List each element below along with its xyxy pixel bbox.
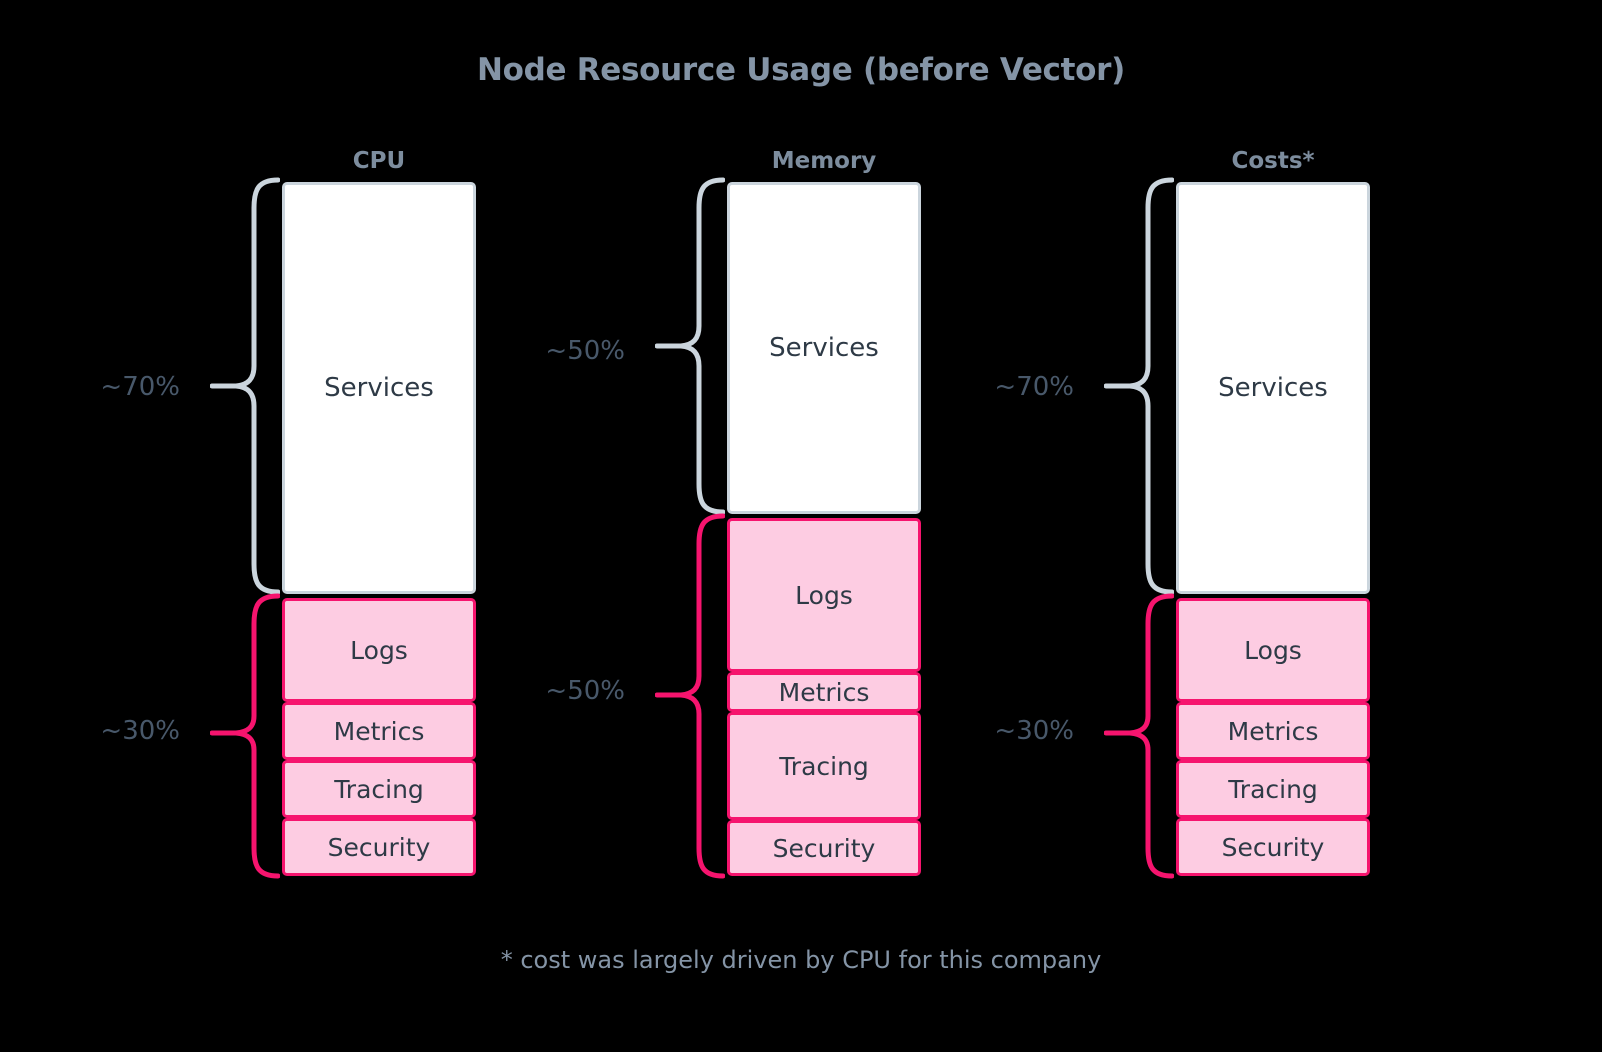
segment-label: Metrics <box>1227 716 1319 746</box>
segment-label: Metrics <box>778 677 870 707</box>
brace-services-cpu <box>210 177 280 595</box>
segment-label: Logs <box>350 635 408 665</box>
segment-label: Tracing <box>779 751 869 781</box>
segment-label: Metrics <box>333 716 425 746</box>
pct-label-costs-observability: ~30% <box>994 716 1074 746</box>
segment-label: Security <box>1221 832 1325 862</box>
segment-label: Logs <box>795 580 853 610</box>
pct-label-cpu-services: ~70% <box>100 372 180 402</box>
brace-observability-cpu <box>210 593 280 879</box>
page-title: Node Resource Usage (before Vector) <box>476 52 1126 88</box>
segment-costs-security[interactable]: Security <box>1176 818 1370 876</box>
pct-label-cpu-observability: ~30% <box>100 716 180 746</box>
segment-costs-tracing[interactable]: Tracing <box>1176 760 1370 818</box>
segment-cpu-services[interactable]: Services <box>282 182 476 594</box>
segment-label: Security <box>772 833 876 863</box>
segment-cpu-metrics[interactable]: Metrics <box>282 702 476 760</box>
segment-cpu-tracing[interactable]: Tracing <box>282 760 476 818</box>
segment-costs-logs[interactable]: Logs <box>1176 598 1370 702</box>
column-header-memory: Memory <box>771 148 877 174</box>
pct-label-costs-services: ~70% <box>994 372 1074 402</box>
segment-memory-security[interactable]: Security <box>727 820 921 876</box>
segment-memory-services[interactable]: Services <box>727 182 921 514</box>
column-header-costs: Costs* <box>1231 148 1315 174</box>
segment-label: Tracing <box>1228 774 1318 804</box>
pct-label-memory-observability: ~50% <box>545 676 625 706</box>
segment-cpu-logs[interactable]: Logs <box>282 598 476 702</box>
segment-costs-services[interactable]: Services <box>1176 182 1370 594</box>
segment-label: Services <box>1218 373 1328 403</box>
segment-label: Services <box>769 333 879 363</box>
brace-services-costs <box>1104 177 1174 595</box>
column-header-cpu: CPU <box>352 148 406 174</box>
segment-cpu-security[interactable]: Security <box>282 818 476 876</box>
brace-observability-costs <box>1104 593 1174 879</box>
pct-label-memory-services: ~50% <box>545 336 625 366</box>
brace-observability-memory <box>655 513 725 879</box>
segment-label: Logs <box>1244 635 1302 665</box>
segment-label: Services <box>324 373 434 403</box>
footnote-text: * cost was largely driven by CPU for thi… <box>500 946 1102 974</box>
segment-costs-metrics[interactable]: Metrics <box>1176 702 1370 760</box>
segment-label: Security <box>327 832 431 862</box>
segment-memory-metrics[interactable]: Metrics <box>727 672 921 712</box>
segment-memory-tracing[interactable]: Tracing <box>727 712 921 820</box>
segment-memory-logs[interactable]: Logs <box>727 518 921 672</box>
brace-services-memory <box>655 177 725 515</box>
segment-label: Tracing <box>334 774 424 804</box>
